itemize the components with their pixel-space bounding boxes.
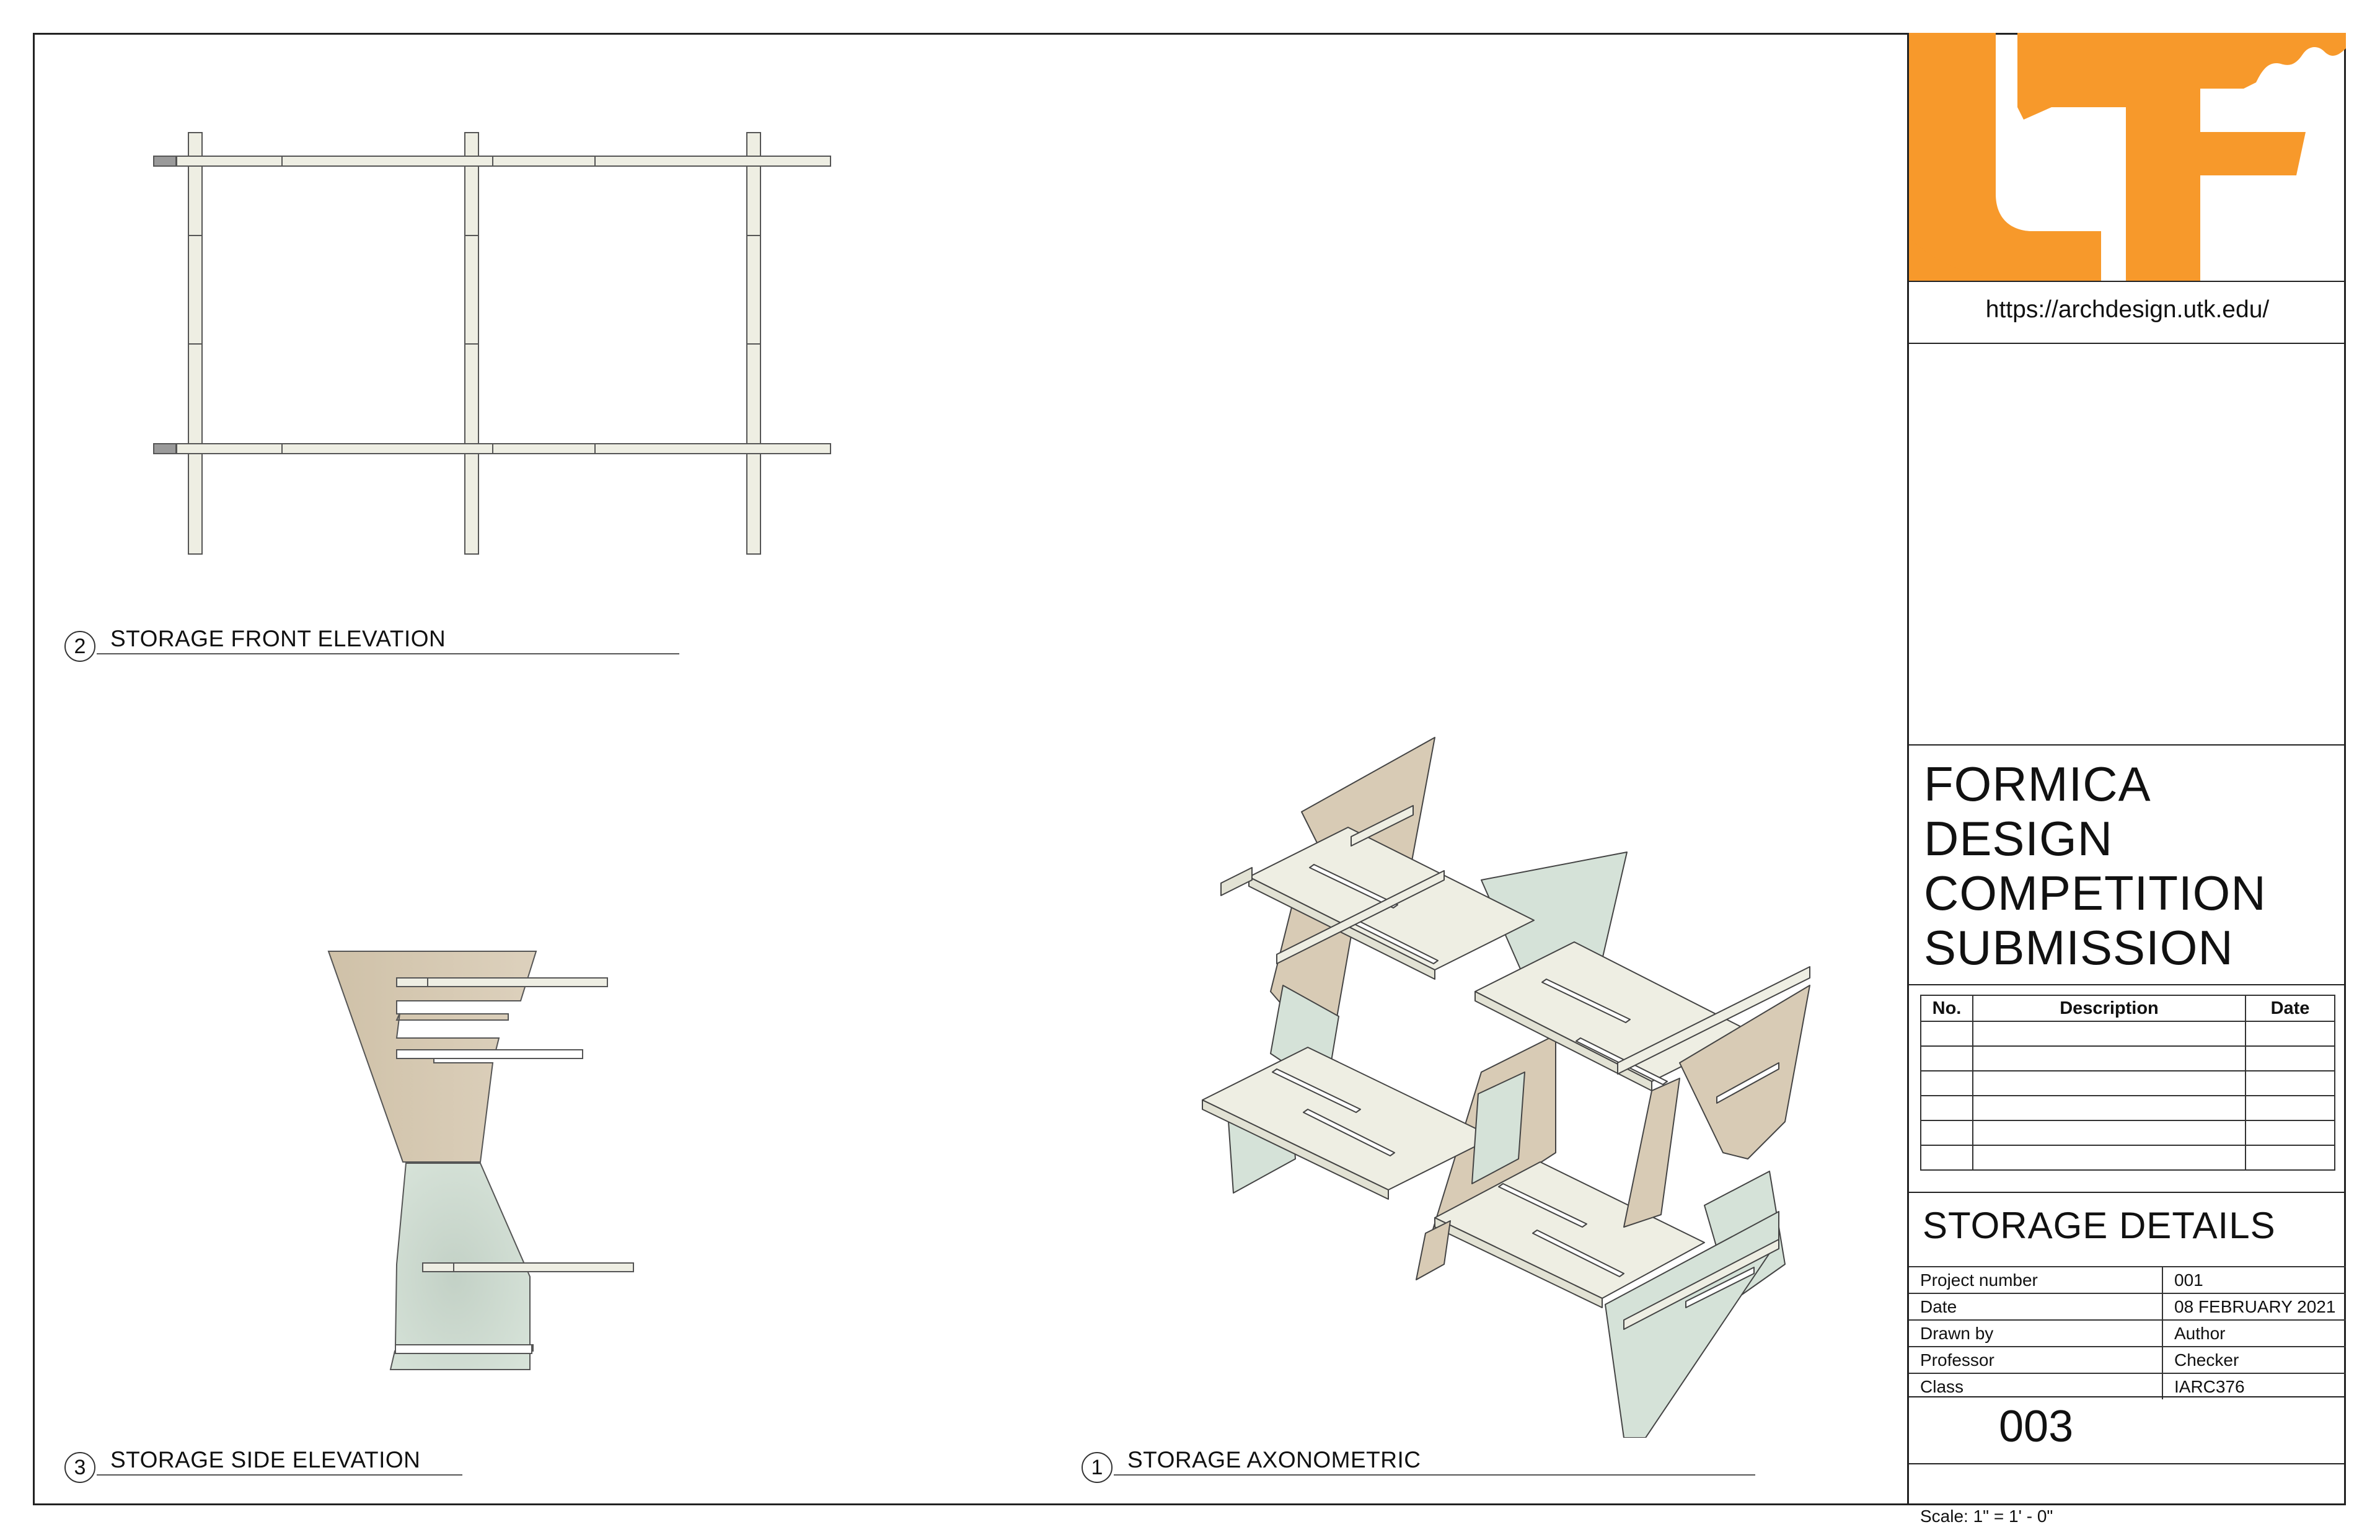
revision-table: No. Description Date [1920,995,2335,1171]
view-number-circle: 3 [64,1452,95,1483]
project-title-line: FORMICA [1924,757,2151,811]
website-url[interactable]: https://archdesign.utk.edu/ [1985,296,2270,323]
divider [1909,281,2346,282]
view-title: STORAGE FRONT ELEVATION [110,626,446,651]
project-title-line: COMPETITION [1924,866,2267,920]
table-row: Date 08 FEBRUARY 2021 [1909,1293,2346,1320]
table-row: Class IARC376 [1909,1373,2346,1399]
professor-value: Checker [2162,1346,2346,1373]
scale-note: Scale: 1" = 1' - 0" [1920,1507,2053,1526]
table-row: Project number 001 [1909,1266,2346,1293]
divider [1909,1192,2346,1193]
front-elevation-drawing [153,132,831,555]
sheet-name: STORAGE DETAILS [1923,1205,2276,1246]
project-number-value: 001 [2162,1266,2346,1293]
divider [1909,984,2346,985]
table-row [1920,1021,2335,1047]
view-title-underline [97,1474,462,1476]
view-title: STORAGE AXONOMETRIC [1127,1447,1421,1472]
divider [1909,343,2346,344]
table-row: Drawn by Author [1909,1319,2346,1347]
date-label: Date [1909,1293,2163,1320]
divider [1909,1396,2346,1397]
sheet-number: 003 [1999,1402,2074,1451]
front-elevation-label: 2 STORAGE FRONT ELEVATION [64,626,684,663]
table-row [1920,1070,2335,1096]
col-header-date: Date [2245,995,2335,1022]
project-number-label: Project number [1909,1266,2163,1293]
side-elevation-label: 3 STORAGE SIDE ELEVATION [64,1447,462,1484]
table-row: Professor Checker [1909,1346,2346,1373]
view-title-underline [1114,1474,1755,1476]
ut-logo-icon [1909,33,2346,281]
project-title-line: DESIGN [1924,811,2113,866]
professor-label: Professor [1909,1346,2163,1373]
side-elevation-drawing [327,951,634,1370]
drawn-by-value: Author [2162,1319,2346,1347]
divider [1909,744,2346,746]
revision-table-header: No. Description Date [1920,995,2335,1022]
view-title: STORAGE SIDE ELEVATION [110,1447,421,1472]
sheet-border [33,33,2346,1505]
view-number-circle: 1 [1082,1452,1113,1483]
drawn-by-label: Drawn by [1909,1319,2163,1347]
divider [1909,1463,2346,1464]
date-value: 08 FEBRUARY 2021 [2162,1293,2346,1320]
axonometric-drawing [1202,737,1810,1438]
view-number-circle: 2 [64,631,95,662]
table-row [1920,1045,2335,1071]
title-block: https://archdesign.utk.edu/ FORMICA DESI… [1907,33,2346,1526]
project-title: FORMICA DESIGN COMPETITION SUBMISSION [1924,757,2267,975]
project-title-line: SUBMISSION [1924,920,2234,975]
class-label: Class [1909,1373,2163,1399]
table-row [1920,1145,2335,1171]
table-row [1920,1095,2335,1121]
view-title-underline [97,653,679,654]
col-header-no: No. [1920,995,1973,1022]
table-row [1920,1120,2335,1146]
col-header-description: Description [1972,995,2246,1022]
project-info-table: Project number 001 Date 08 FEBRUARY 2021… [1909,1266,2346,1399]
class-value: IARC376 [2162,1373,2346,1399]
axonometric-label: 1 STORAGE AXONOMETRIC [1082,1447,1763,1484]
